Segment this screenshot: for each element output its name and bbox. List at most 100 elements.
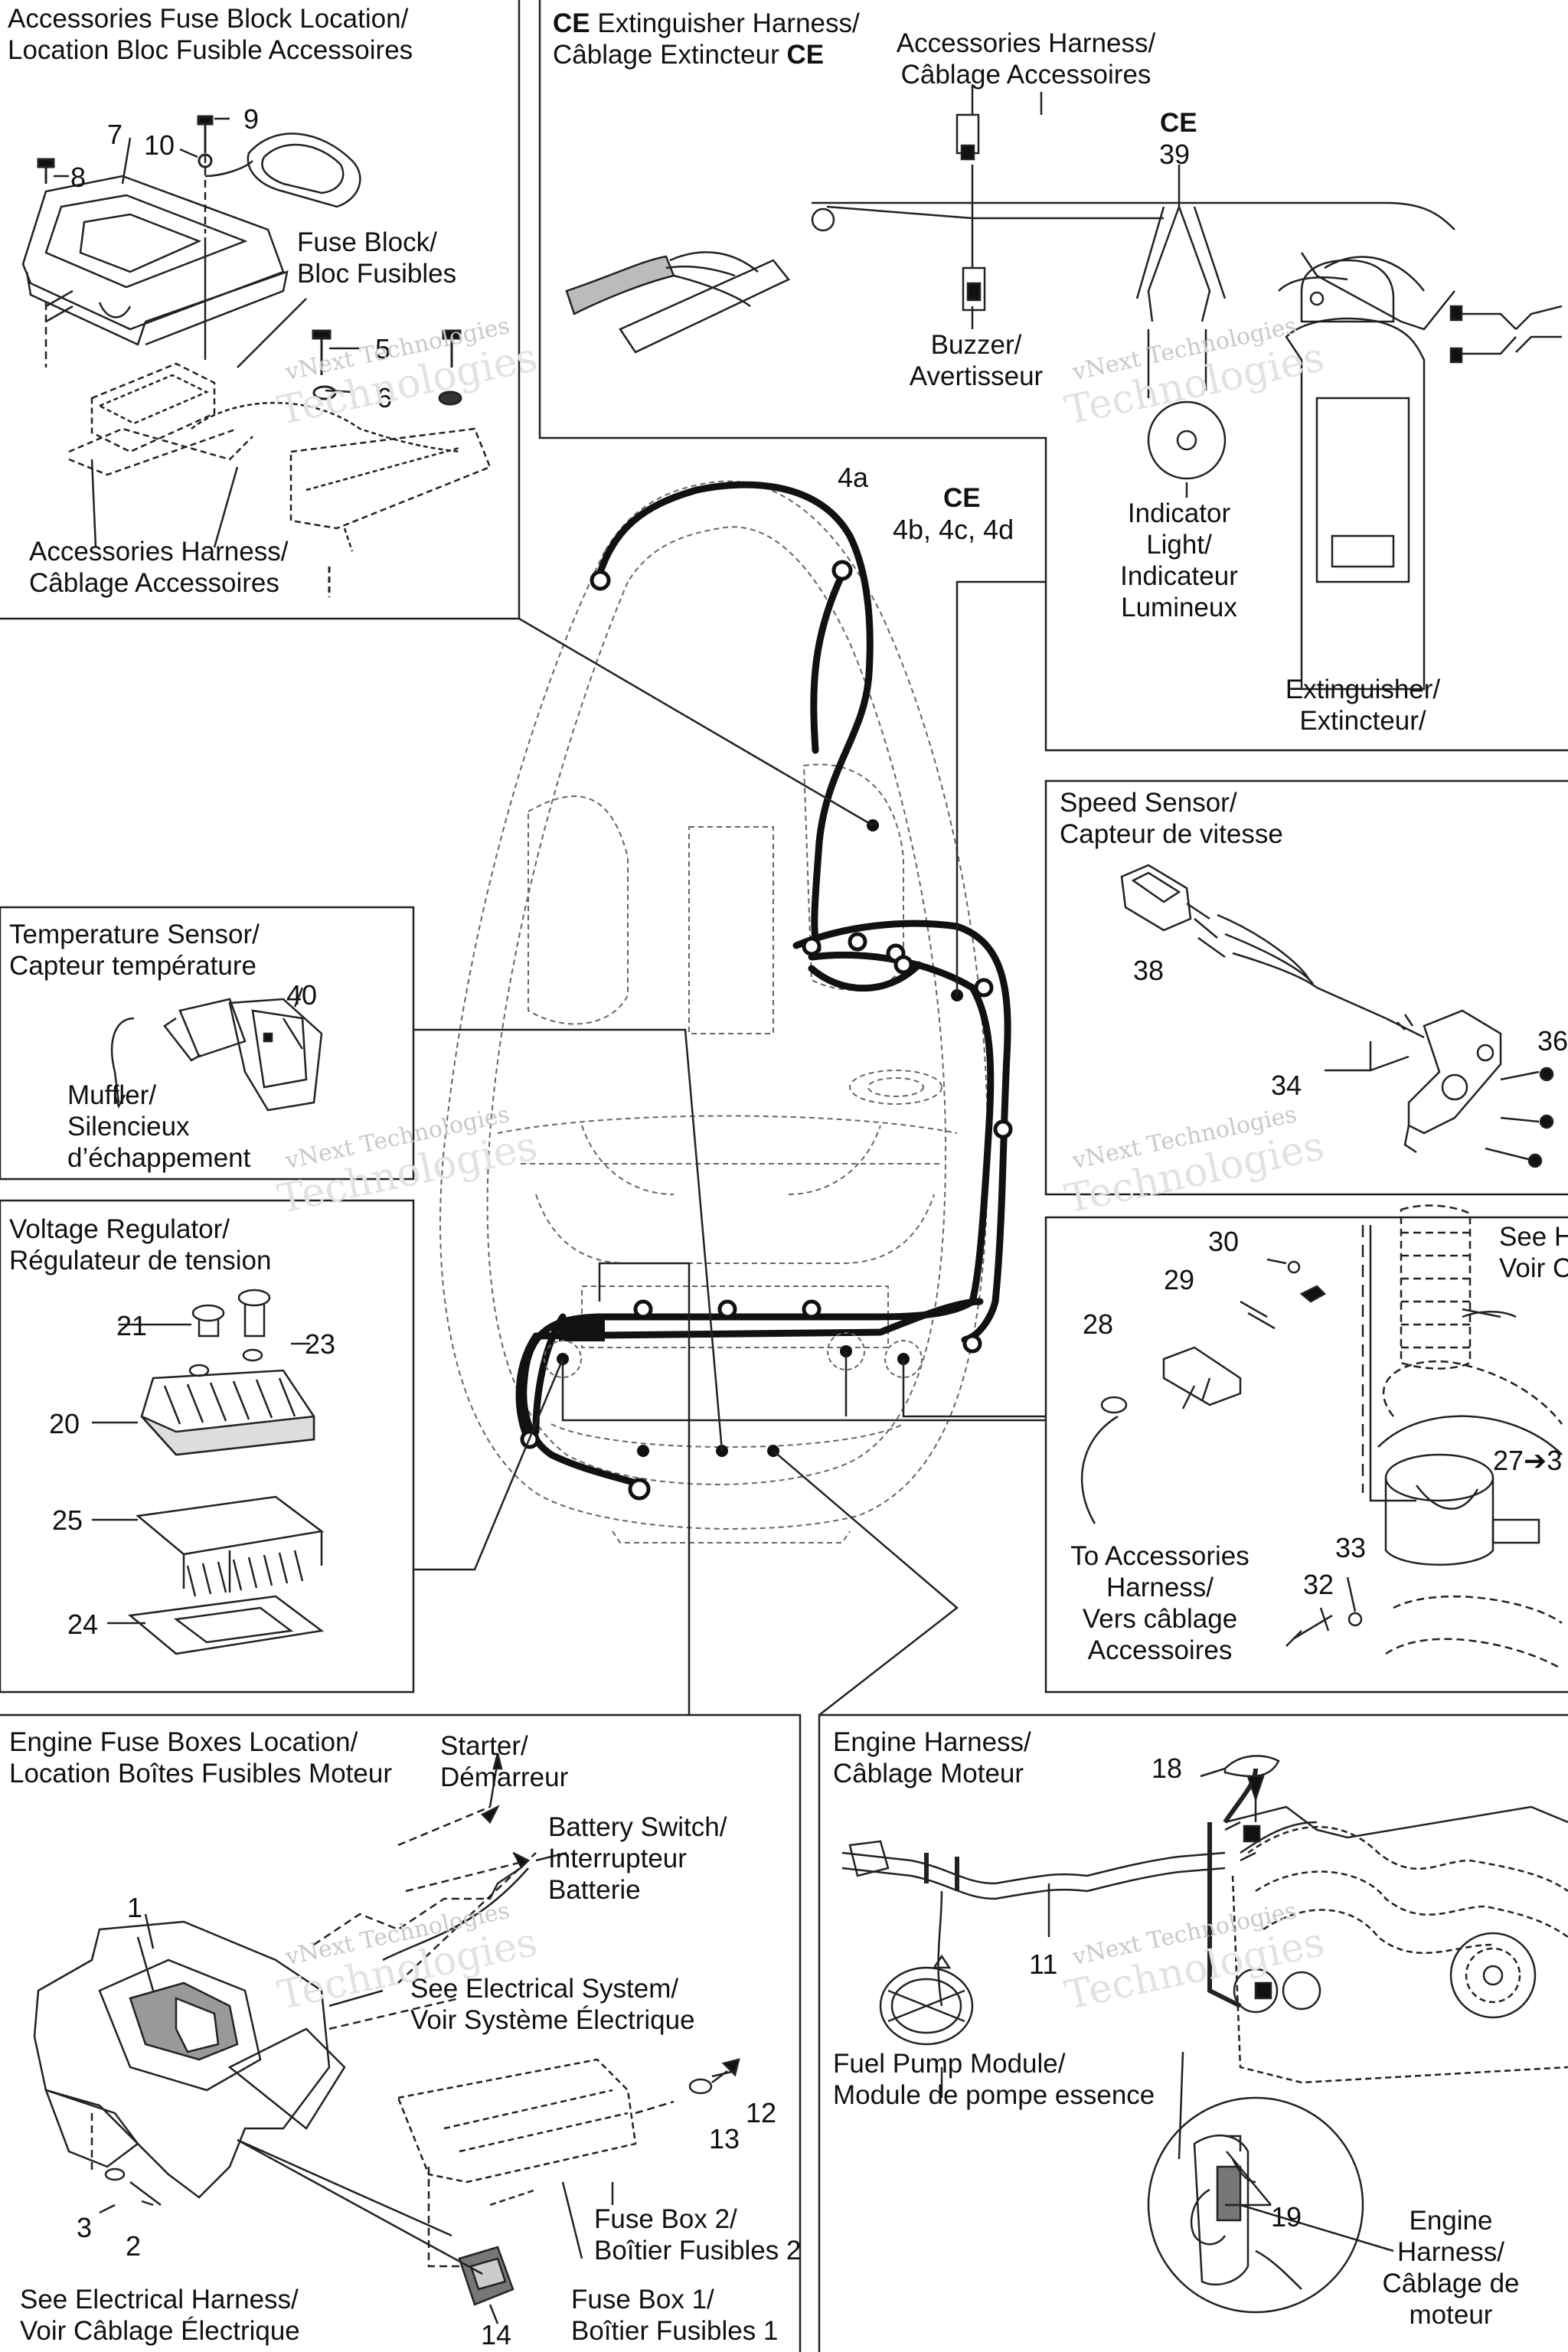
label-line: Extinguisher/ — [1285, 675, 1441, 704]
title-line-1: CE Extinguisher Harness/ — [553, 8, 860, 39]
callout-14: 14 — [481, 2319, 512, 2350]
label-line: Voir Co — [1499, 1253, 1568, 1283]
label-line: Light/ — [1146, 530, 1212, 560]
accessories-harness-label-left: Accessories Harness/ Câblage Accessoires — [29, 536, 288, 599]
buzzer-label: Buzzer/ Avertisseur — [896, 329, 1057, 392]
callout-1: 1 — [127, 1892, 143, 1923]
title-line-1: Engine Fuse Boxes Location/ — [9, 1727, 358, 1757]
callout-6: 6 — [377, 382, 393, 413]
label-line: moteur — [1409, 2300, 1493, 2330]
speed-sensor-drawing — [1120, 864, 1554, 1168]
callout-27: 27➔3 — [1493, 1445, 1563, 1476]
see-electrical-system-label: See Electrical System/ Voir Système Élec… — [410, 1973, 695, 2036]
harness-connectors — [520, 560, 1013, 1501]
title-line-1: Speed Sensor/ — [1060, 788, 1237, 818]
callout-29: 29 — [1164, 1264, 1195, 1295]
label-line: Battery Switch/ — [548, 1812, 727, 1842]
fuel-pump-module-label: Fuel Pump Module/ Module de pompe essenc… — [833, 2048, 1155, 2111]
leader-lines — [413, 580, 1046, 1716]
label-line: Vers câblage — [1082, 1604, 1238, 1634]
engine-fuse-boxes-drawing — [33, 1753, 740, 2324]
ce-mark-39: CE — [1160, 108, 1197, 138]
ce-mark-4: CE — [943, 483, 981, 513]
label-line: Engine — [1409, 2206, 1493, 2236]
callout-4bcd: 4b, 4c, 4d — [893, 514, 1014, 545]
label-line: Extincteur/ — [1299, 706, 1426, 736]
engine-harness-drawing — [841, 1755, 1568, 2314]
callout-38: 38 — [1133, 955, 1165, 986]
label-line: Câblage Accessoires — [29, 568, 279, 598]
label-line: Interrupteur — [548, 1844, 687, 1873]
label-line: Harness/ — [1396, 2237, 1505, 2267]
label-line: Lumineux — [1121, 593, 1237, 622]
callout-9: 9 — [243, 103, 260, 135]
callout-40: 40 — [286, 979, 318, 1011]
extinguisher-label: Extinguisher/ Extincteur/ — [1271, 674, 1455, 737]
label-line: See Electrical Harness/ — [20, 2285, 299, 2314]
callout-10: 10 — [144, 129, 175, 161]
callout-32: 32 — [1303, 1569, 1334, 1600]
title-line-2: Location Boîtes Fusibles Moteur — [9, 1759, 392, 1788]
label-line: Starter/ — [440, 1731, 528, 1761]
ce-mark: CE — [553, 8, 590, 38]
see-h-label: See H Voir Co — [1499, 1221, 1568, 1284]
frame-engine-switch-detail — [1044, 1216, 1568, 1694]
label-line: To Accessories — [1070, 1541, 1250, 1571]
engine-harness-title: Engine Harness/ Câblage Moteur — [833, 1726, 1031, 1789]
label-line: Module de pompe essence — [833, 2080, 1155, 2110]
callout-8: 8 — [70, 162, 87, 193]
to-accessories-harness-label: To Accessories Harness/ Vers câblage Acc… — [1057, 1540, 1263, 1666]
title-line-1: Engine Harness/ — [833, 1727, 1031, 1757]
see-electrical-harness-label: See Electrical Harness/ Voir Câblage Éle… — [20, 2284, 300, 2347]
harness-box-connector — [559, 1318, 605, 1341]
title-line-2: Câblage Extincteur CE — [553, 39, 860, 70]
ce-harness-drawing — [565, 113, 1563, 691]
label-line: Avertisseur — [909, 361, 1044, 391]
fuse-block-leaders — [54, 117, 360, 548]
callout-12: 12 — [746, 2097, 777, 2128]
label-line: Indicateur — [1120, 561, 1238, 591]
label-line: Accessoires — [1087, 1635, 1233, 1665]
callout-25: 25 — [52, 1504, 83, 1536]
title-line-1: Temperature Sensor/ — [9, 920, 260, 949]
label-line: Batterie — [548, 1875, 641, 1905]
callout-13: 13 — [709, 2123, 740, 2154]
label-line: Voir Câblage Électrique — [20, 2316, 300, 2346]
label-line: Fuse Block/ — [297, 227, 437, 257]
callout-28: 28 — [1083, 1308, 1114, 1340]
frame-temperature-sensor — [0, 906, 415, 1181]
callout-18: 18 — [1152, 1753, 1183, 1784]
label-line: Indicator — [1127, 498, 1231, 528]
title-text: Extinguisher Harness/ — [590, 8, 860, 38]
title-line-2: Régulateur de tension — [9, 1246, 272, 1276]
label-line: Fuel Pump Module/ — [833, 2049, 1066, 2079]
label-line: Silencieux — [67, 1112, 190, 1142]
callout-2: 2 — [126, 2230, 142, 2262]
fuse-box-1-label: Fuse Box 1/ Boîtier Fusibles 1 — [571, 2284, 778, 2347]
label-line: Bloc Fusibles — [297, 259, 457, 289]
callout-11: 11 — [1029, 1949, 1058, 1980]
callout-34: 34 — [1271, 1070, 1302, 1101]
battery-switch-label: Battery Switch/ Interrupteur Batterie — [548, 1811, 727, 1906]
label-line: Boîtier Fusibles 1 — [571, 2316, 779, 2346]
accessories-fuse-block-drawing — [21, 119, 492, 552]
label-line: Accessories Harness/ — [29, 537, 289, 567]
label-line: See H — [1499, 1222, 1568, 1252]
callout-21: 21 — [116, 1310, 148, 1341]
label-line: Câblage Accessoires — [900, 60, 1152, 90]
fuse-block-label: Fuse Block/ Bloc Fusibles — [297, 227, 456, 289]
speed-sensor-title: Speed Sensor/ Capteur de vitesse — [1060, 787, 1283, 850]
accessories-harness-label-top: Accessories Harness/ Câblage Accessoires — [880, 28, 1171, 90]
fuse-box-2-label: Fuse Box 2/ Boîtier Fusibles 2 — [594, 2203, 801, 2266]
label-line: Muffler/ — [67, 1080, 157, 1110]
callout-36: 36 — [1537, 1025, 1568, 1057]
switch-detail-drawing — [1080, 1204, 1563, 1671]
callout-4a: 4a — [838, 462, 869, 493]
callout-30: 30 — [1208, 1226, 1240, 1257]
frame-ce-extinguisher — [538, 0, 1568, 752]
callout-7: 7 — [107, 119, 123, 150]
callout-24: 24 — [67, 1609, 99, 1640]
title-line-2: Câblage Moteur — [833, 1759, 1024, 1788]
engine-harness-callout-label: Engine Harness/ Câblage de moteur — [1378, 2205, 1524, 2331]
